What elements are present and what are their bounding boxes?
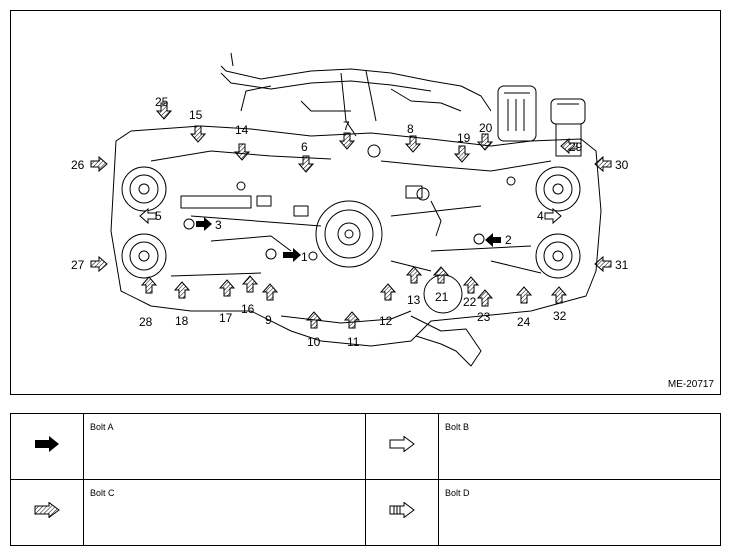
callout-1: 1: [301, 250, 308, 264]
callout-31: 31: [615, 258, 629, 272]
callout-19: 19: [457, 131, 471, 145]
engine-drawing: 1 2 3 4 5 6 7 8 9 10 11 12 13 14 15 16 1…: [71, 52, 629, 367]
engine-outline: [110, 52, 602, 367]
callout-6: 6: [301, 140, 308, 154]
callout-13: 13: [407, 293, 421, 307]
callout-11: 11: [347, 335, 360, 349]
callout-20: 20: [479, 121, 493, 135]
callout-5: 5: [155, 209, 162, 223]
callout-18: 18: [175, 314, 189, 328]
callout-16: 16: [241, 302, 255, 316]
callout-10: 10: [307, 335, 321, 349]
callout-9: 9: [265, 313, 272, 327]
callout-23: 23: [477, 310, 491, 324]
callout-3: 3: [215, 218, 222, 232]
callout-22: 22: [463, 295, 477, 309]
callout-25: 25: [155, 95, 169, 109]
bolt-d-label: Bolt D: [438, 479, 721, 546]
callout-32: 32: [553, 309, 567, 323]
callout-17: 17: [219, 311, 233, 325]
callout-14: 14: [235, 123, 249, 137]
callout-labels: 1 2 3 4 5 6 7 8 9 10 11 12 13 14 15 16 1…: [71, 95, 629, 349]
callout-27: 27: [71, 258, 85, 272]
callout-29: 29: [569, 140, 583, 154]
legend-row: Bolt C Bolt D: [10, 479, 721, 546]
bolt-c-arrows: [90, 102, 612, 329]
callout-2: 2: [505, 233, 512, 247]
bolt-c-arrow-icon: [34, 501, 60, 519]
bolt-a-symbol-cell: [10, 413, 84, 480]
bolt-b-arrow-icon: [389, 435, 415, 453]
legend-row: Bolt A Bolt B: [10, 413, 721, 480]
callout-7: 7: [343, 119, 350, 133]
bolt-b-symbol-cell: [365, 413, 439, 480]
bolt-a-label: Bolt A: [83, 413, 366, 480]
callout-28: 28: [139, 315, 153, 329]
bolt-c-symbol-cell: [10, 479, 84, 546]
engine-bolt-diagram: 1 2 3 4 5 6 7 8 9 10 11 12 13 14 15 16 1…: [10, 10, 721, 395]
callout-26: 26: [71, 158, 85, 172]
callout-30: 30: [615, 158, 629, 172]
bolt-a-arrows: [196, 217, 501, 262]
callout-24: 24: [517, 315, 531, 329]
callout-4: 4: [537, 209, 544, 223]
bolt-legend-table: Bolt A Bolt B Bolt C: [10, 413, 721, 546]
bolt-d-symbol-cell: [365, 479, 439, 546]
bolt-d-arrow-icon: [389, 501, 415, 519]
bolt-c-label: Bolt C: [83, 479, 366, 546]
callout-15: 15: [189, 108, 203, 122]
bolt-a-arrow-icon: [35, 436, 59, 452]
bolt-b-label: Bolt B: [438, 413, 721, 480]
callout-8: 8: [407, 122, 414, 136]
callout-12: 12: [379, 314, 393, 328]
figure-code: ME-20717: [667, 379, 714, 390]
callout-21: 21: [435, 290, 449, 304]
bolt-b-arrows: [139, 207, 562, 225]
